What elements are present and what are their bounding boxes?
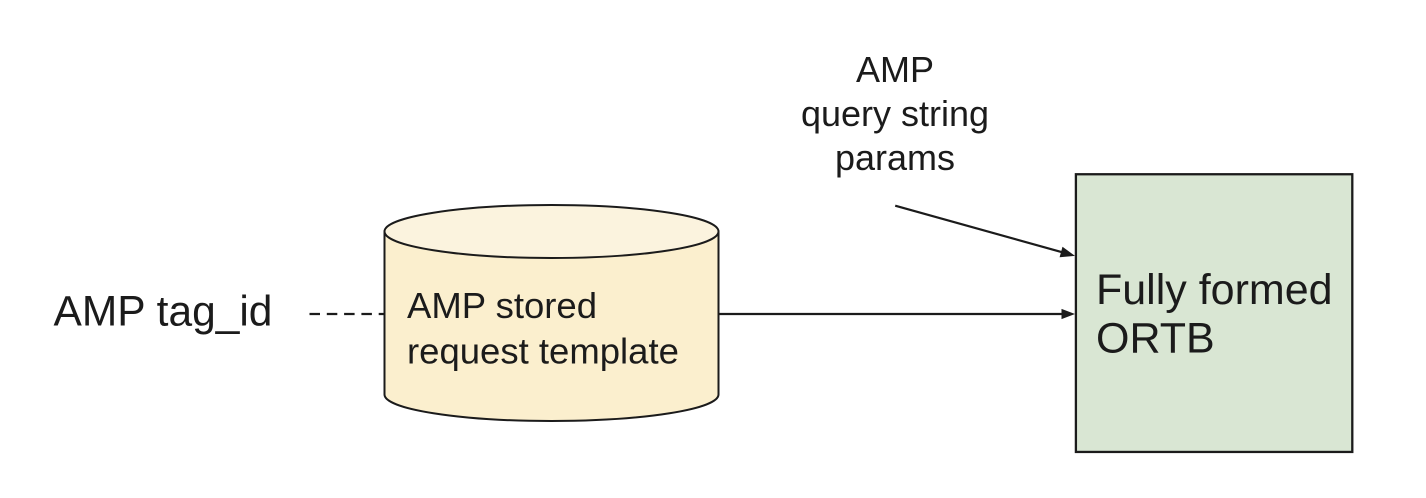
- svg-text:AMP: AMP: [856, 49, 934, 90]
- svg-text:Fully formed: Fully formed: [1096, 266, 1333, 314]
- svg-text:params: params: [835, 137, 955, 178]
- svg-text:AMP stored: AMP stored: [407, 285, 597, 326]
- svg-text:request template: request template: [407, 331, 679, 372]
- svg-text:ORTB: ORTB: [1096, 314, 1215, 362]
- svg-text:query string: query string: [801, 93, 989, 134]
- svg-text:AMP tag_id: AMP tag_id: [54, 289, 273, 336]
